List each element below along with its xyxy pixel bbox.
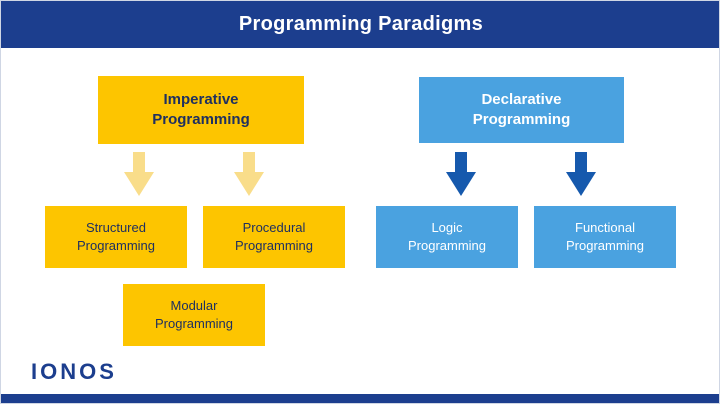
page-title: Programming Paradigms [238,13,484,35]
node-procedural-programming: Procedural Programming [203,206,345,268]
ionos-logo: IONOS [31,359,117,384]
arrow-down-icon [234,152,264,196]
arrow-down-icon [566,152,596,196]
node-functional-programming: Functional Programming [534,206,676,268]
node-structured-programming: Structured Programming [45,206,187,268]
node-logic-programming: Logic Programming [376,206,518,268]
bottom-accent-bar [1,394,719,403]
header-bar: Programming Paradigms [1,1,719,48]
node-imperative-programming: Imperative Programming [98,76,304,144]
arrow-down-icon [446,152,476,196]
node-modular-programming: Modular Programming [123,284,265,346]
node-declarative-programming: Declarative Programming [419,77,624,143]
arrow-down-icon [124,152,154,196]
